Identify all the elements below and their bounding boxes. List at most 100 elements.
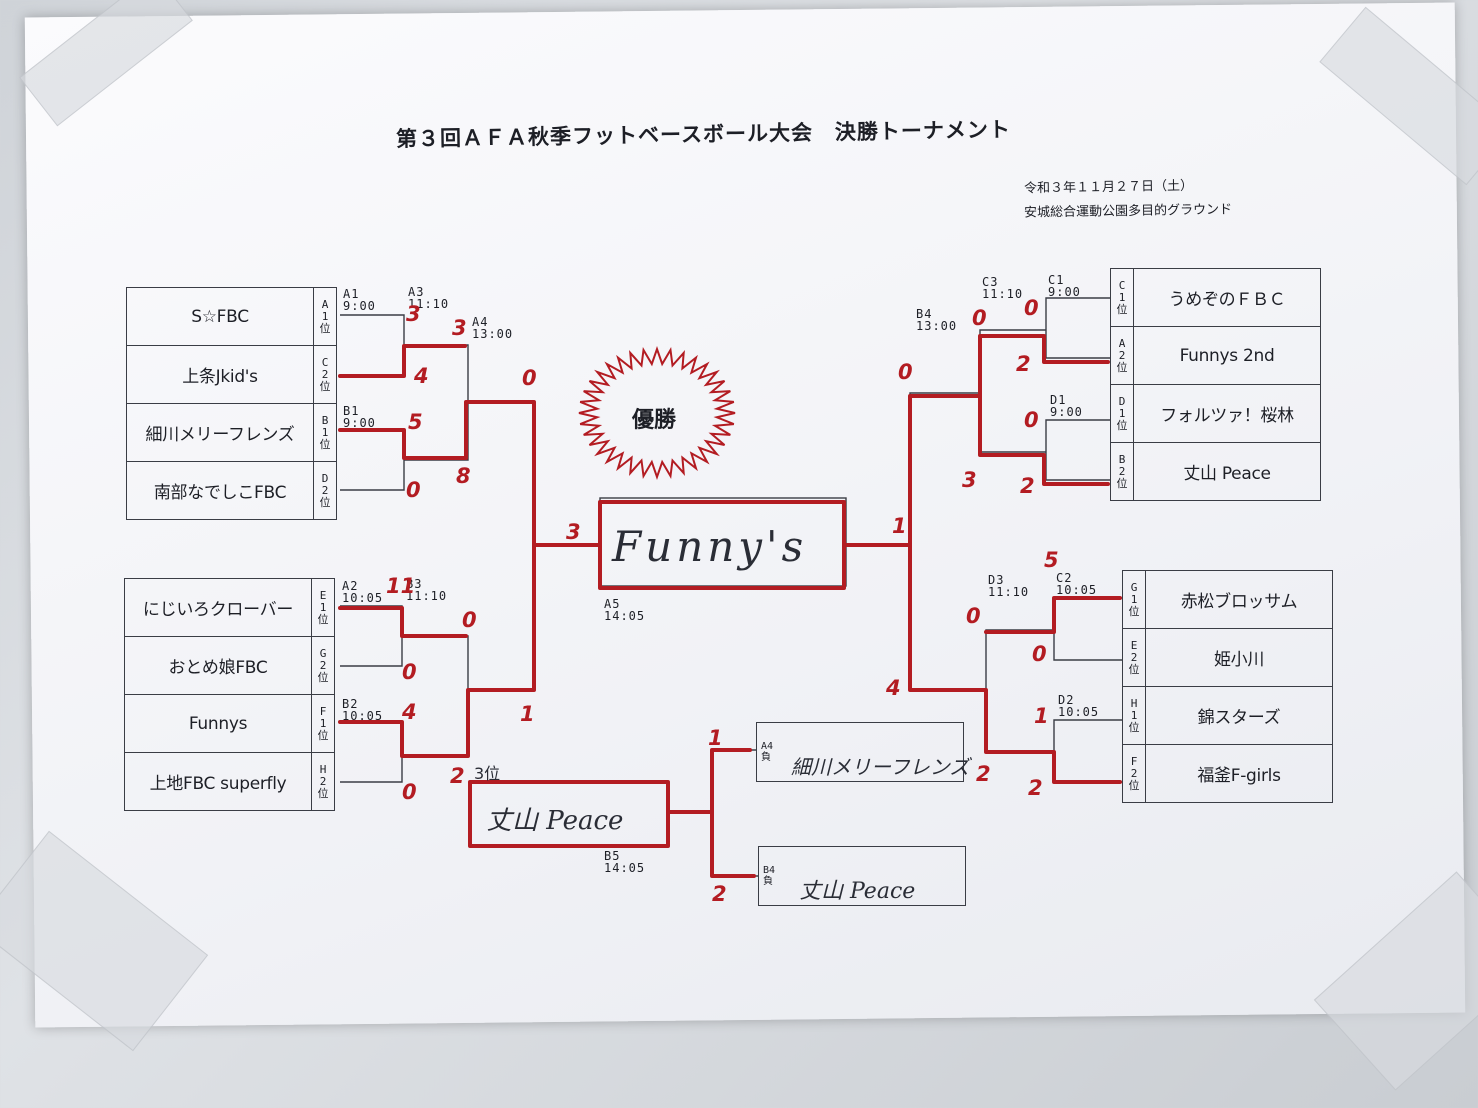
score: 3 [566, 520, 581, 544]
score: 4 [414, 364, 429, 388]
match-label-c2: C2 10:05 [1056, 571, 1098, 597]
third-place-team: 丈山 Peace [486, 806, 624, 836]
team-name: 細川メリーフレンズ [126, 403, 314, 462]
team-name: 上地FBC superfly [124, 752, 312, 811]
team-name: 姫小川 [1145, 628, 1333, 687]
score: 0 [972, 306, 987, 330]
score: 1 [1034, 704, 1049, 728]
third-place-mark: A4 負 [761, 741, 774, 763]
score: 0 [1032, 642, 1047, 666]
score: 11 [386, 574, 416, 598]
score: 2 [976, 762, 991, 786]
score: 0 [898, 360, 913, 384]
team-name: にじいろクローバー [124, 578, 312, 637]
match-label-b5: B5 14:05 [604, 849, 646, 875]
score: 2 [712, 882, 727, 906]
starburst-shape [578, 345, 736, 481]
match-label-c1: C1 9:00 [1048, 273, 1081, 299]
match-label-b2: B2 10:05 [342, 697, 384, 723]
score: 4 [402, 700, 417, 724]
score: 4 [886, 676, 901, 700]
score: 0 [1024, 296, 1039, 320]
third-place-entry: A4 負 細川メリーフレンズ [756, 722, 969, 782]
match-label-c3: C3 11:10 [982, 275, 1024, 301]
score: 0 [462, 608, 477, 632]
team-name: おとめ娘FBC [124, 636, 312, 695]
match-label-b4: B4 13:00 [916, 307, 958, 333]
match-label-a4: A4 13:00 [472, 315, 514, 341]
match-label-a1: A1 9:00 [343, 287, 376, 313]
score: 3 [452, 316, 467, 340]
team-name: Funnys [124, 694, 312, 753]
third-place-entry-team: 丈山 Peace [799, 879, 916, 904]
third-place-label: 3位 [474, 764, 501, 783]
match-label-b1: B1 9:00 [343, 404, 376, 430]
score: 0 [522, 366, 537, 390]
winner-burst [578, 345, 736, 481]
score: 2 [450, 764, 465, 788]
score: 0 [406, 478, 421, 502]
match-label-d2: D2 10:05 [1058, 693, 1100, 719]
third-place-entry-team: 細川メリーフレンズ [791, 755, 970, 779]
team-name: 南部なでしこFBC [126, 461, 314, 520]
team-name: 丈山 Peace [1133, 442, 1321, 501]
score: 5 [408, 410, 423, 434]
match-label-a5: A5 14:05 [604, 597, 646, 623]
team-name: S☆FBC [126, 287, 314, 346]
team-name: うめぞのＦＢＣ [1133, 268, 1321, 327]
score: 2 [1020, 474, 1035, 498]
score: 3 [962, 468, 977, 492]
score: 2 [1016, 352, 1031, 376]
score: 0 [966, 604, 981, 628]
match-label-b3: B3 11:10 [406, 577, 448, 603]
team-name: 錦スターズ [1145, 686, 1333, 745]
score: 0 [402, 780, 417, 804]
score: 3 [406, 302, 421, 326]
third-place-entry: B4 負 丈山 Peace [758, 846, 966, 906]
match-label-a2: A2 10:05 [342, 579, 384, 605]
match-label-d1: D1 9:00 [1050, 393, 1083, 419]
score: 1 [520, 702, 535, 726]
score: 0 [402, 660, 417, 684]
match-label-a3: A3 11:10 [408, 285, 450, 311]
match-label-d3: D3 11:10 [988, 573, 1030, 599]
marker-lines [338, 334, 1122, 878]
team-name: 上条Jkid's [126, 345, 314, 404]
third-place-mark: B4 負 [763, 865, 776, 887]
score: 1 [892, 514, 907, 538]
score: 8 [456, 464, 471, 488]
champion-label: 優勝 [632, 408, 677, 433]
champion-name: Funny's [612, 522, 808, 571]
score: 5 [1044, 548, 1059, 572]
